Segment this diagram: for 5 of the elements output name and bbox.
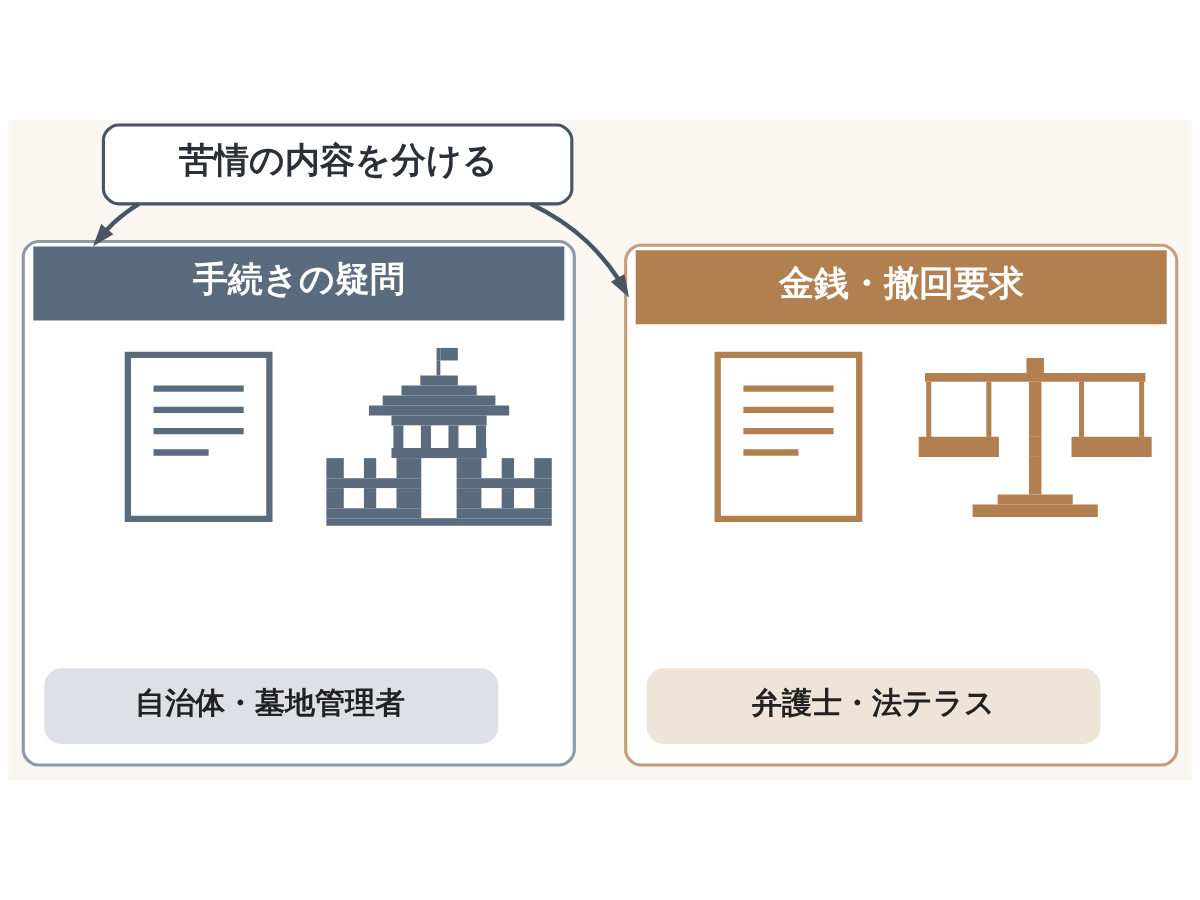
node-box: 弁護士・法テラス [646, 668, 1101, 744]
arrow [529, 201, 629, 298]
node-box: 自治体・墓地管理者 [44, 668, 499, 744]
node-box: 苦情の内容を分ける [101, 123, 574, 206]
arrow [92, 202, 141, 247]
